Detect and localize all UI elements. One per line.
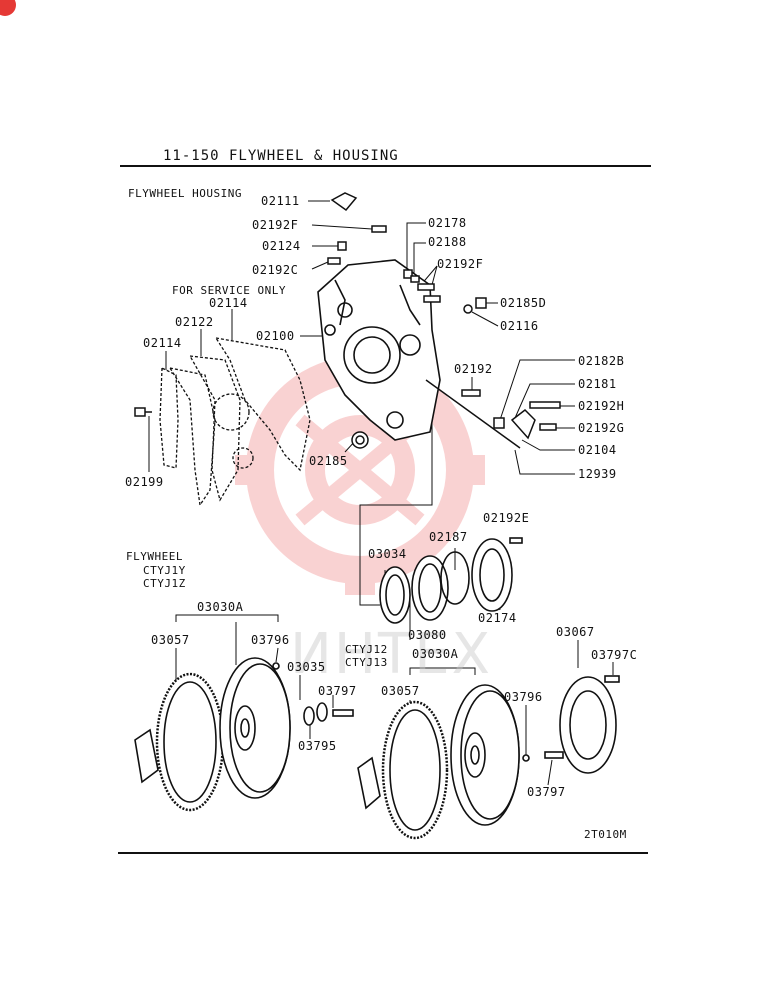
right-flywheel-assembly: [357, 675, 620, 840]
part-label-02122: 02122: [175, 315, 214, 329]
part-label-03057-a: 03057: [151, 633, 190, 647]
part-label-02104: 02104: [578, 443, 617, 457]
part-label-02116: 02116: [500, 319, 539, 333]
part-label-02192E: 02192E: [483, 511, 530, 525]
part-label-03080: 03080: [408, 628, 447, 642]
part-label-03797-a: 03797: [318, 684, 357, 698]
part-label-02192F-a: 02192F: [252, 218, 299, 232]
part-label-02178: 02178: [428, 216, 467, 230]
part-label-02185D: 02185D: [500, 296, 547, 310]
part-label-03797C: 03797C: [591, 648, 638, 662]
part-label-02199: 02199: [125, 475, 164, 489]
flywheel-model-right-2: CTYJ13: [345, 656, 388, 669]
gasket-outlines: [159, 337, 311, 507]
part-label-03030A-a: 03030A: [197, 600, 244, 614]
part-label-02111: 02111: [261, 194, 300, 208]
part-label-02192C: 02192C: [252, 263, 299, 277]
part-label-02114-a: 02114: [209, 296, 248, 310]
part-label-02124: 02124: [262, 239, 301, 253]
flywheel-section-title: FLYWHEEL: [126, 550, 183, 563]
part-label-02182B: 02182B: [578, 354, 625, 368]
part-label-03034: 03034: [368, 547, 407, 561]
part-label-03796-a: 03796: [251, 633, 290, 647]
part-label-03795: 03795: [298, 739, 337, 753]
oil-seal-group: [379, 537, 523, 624]
leader-lines: [148, 200, 614, 786]
left-flywheel-assembly: [134, 657, 354, 812]
service-note: FOR SERVICE ONLY: [172, 284, 286, 297]
part-label-03030A-b: 03030A: [412, 647, 459, 661]
corner-badge: [0, 0, 16, 16]
part-label-03035: 03035: [287, 660, 326, 674]
watermark-text: ИНТЕХ: [290, 622, 492, 687]
housing-section-title: FLYWHEEL HOUSING: [128, 187, 242, 200]
header-rule: [120, 165, 651, 167]
part-label-02185: 02185: [309, 454, 348, 468]
part-label-03796-b: 03796: [504, 690, 543, 704]
flywheel-model-left-2: CTYJ1Z: [143, 577, 186, 590]
part-label-02192G: 02192G: [578, 421, 625, 435]
part-label-02192: 02192: [454, 362, 493, 376]
part-label-02100: 02100: [256, 329, 295, 343]
part-label-02192F-b: 02192F: [437, 257, 484, 271]
figure-code: 2T010M: [584, 828, 627, 841]
small-parts-top: [327, 192, 561, 449]
part-label-02181: 02181: [578, 377, 617, 391]
flywheel-model-right-1: CTYJ12: [345, 643, 388, 656]
part-label-03797-b: 03797: [527, 785, 566, 799]
flywheel-housing: [317, 259, 441, 441]
part-label-12939: 12939: [578, 467, 617, 481]
bolt-02199: [134, 407, 152, 417]
part-label-02187: 02187: [429, 530, 468, 544]
part-label-02174: 02174: [478, 611, 517, 625]
part-label-03067: 03067: [556, 625, 595, 639]
part-label-02188: 02188: [428, 235, 467, 249]
flywheel-model-left-1: CTYJ1Y: [143, 564, 186, 577]
page-title: 11-150 FLYWHEEL & HOUSING: [163, 148, 399, 164]
footer-rule: [118, 852, 648, 854]
part-label-02114-b: 02114: [143, 336, 182, 350]
part-label-02192H: 02192H: [578, 399, 625, 413]
part-label-03057-b: 03057: [381, 684, 420, 698]
